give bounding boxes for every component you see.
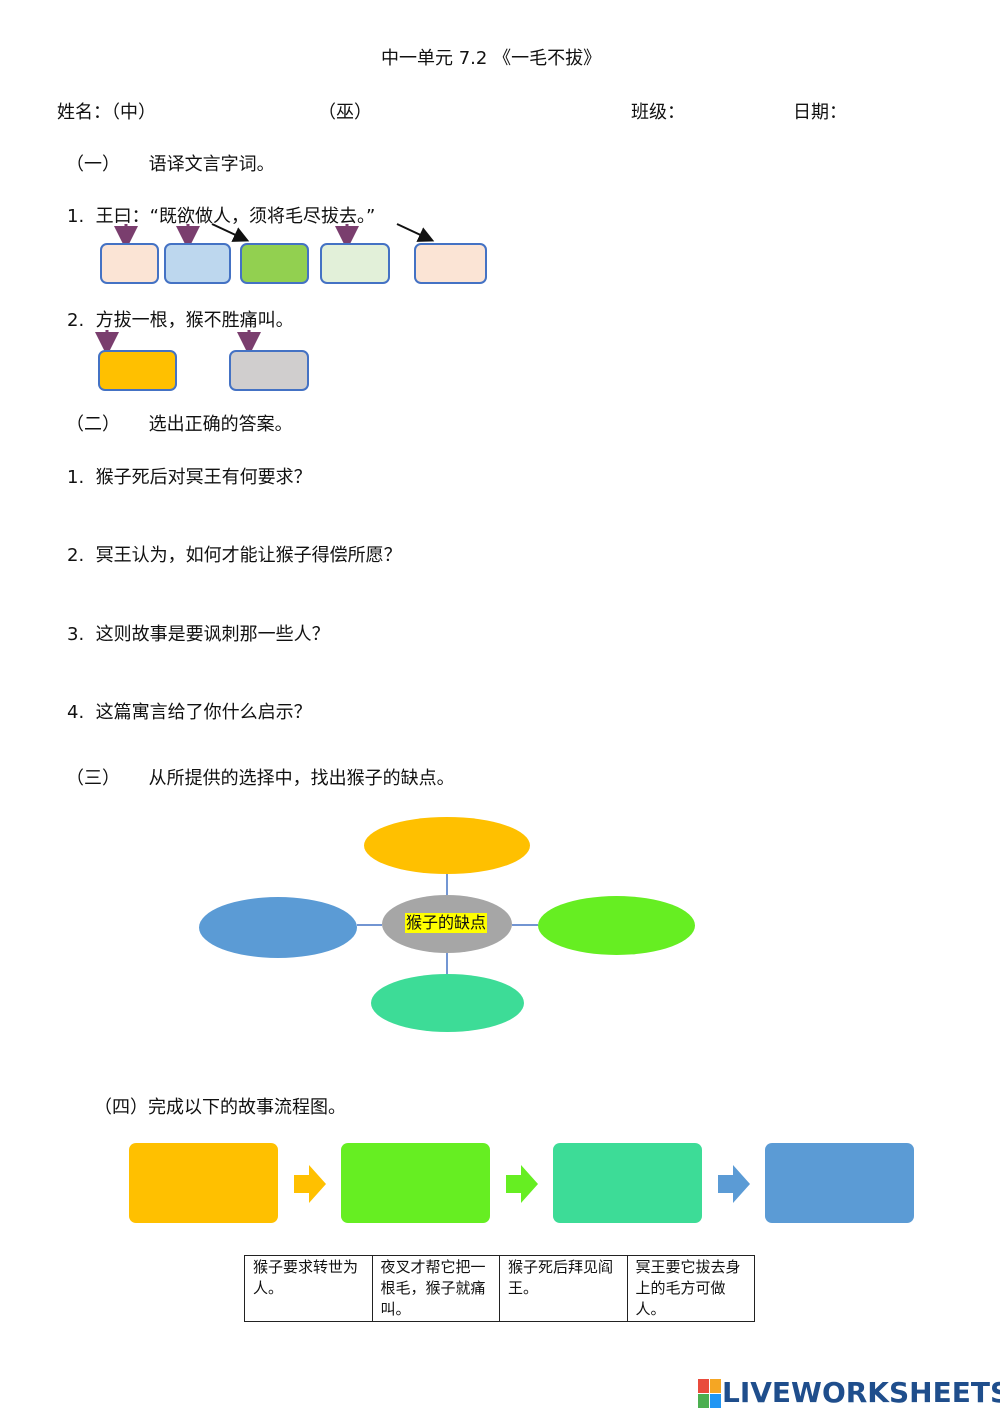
section4-heading: （四）完成以下的故事流程图。 <box>94 1097 346 1118</box>
section1-question-1: 1. 王曰：“既欲做人，须将毛尽拔去。” <box>67 206 376 227</box>
choice-cell[interactable]: 猴子要求转世为人。 <box>244 1255 373 1322</box>
arrow-diagonal-icon <box>396 223 435 242</box>
section2-question-1: 1. 猴子死后对冥王有何要求？ <box>67 467 312 488</box>
answer-box-1[interactable] <box>100 243 159 284</box>
section1-heading: （一） 语译文言字词。 <box>66 154 275 175</box>
choice-cell[interactable]: 猴子死后拜见阎王。 <box>499 1255 628 1322</box>
mindmap-bubble-left[interactable] <box>199 897 357 958</box>
section2-question-3: 3. 这则故事是要讽刺那一些人？ <box>67 624 330 645</box>
flow-box-4[interactable] <box>765 1143 914 1223</box>
malay-name-label: （巫） <box>318 102 372 123</box>
page-title: 中一单元 7.2 《一毛不拔》 <box>381 48 602 69</box>
class-label: 班级： <box>631 102 685 123</box>
flow-box-2[interactable] <box>341 1143 490 1223</box>
liveworksheets-logo-icon <box>698 1379 721 1408</box>
answer-box-4[interactable] <box>320 243 390 284</box>
answer-box-5[interactable] <box>414 243 487 284</box>
name-label: 姓名：（中） <box>57 102 156 123</box>
choice-cell[interactable]: 夜叉才帮它把一根毛，猴子就痛叫。 <box>371 1255 500 1322</box>
date-label: 日期： <box>793 102 847 123</box>
flow-arrow-right-icon <box>294 1165 326 1203</box>
flow-arrows <box>294 1165 750 1203</box>
section2-heading: （二） 选出正确的答案。 <box>66 414 293 435</box>
mindmap-connectors <box>357 873 538 974</box>
answer-box-6[interactable] <box>98 350 177 391</box>
choice-cell[interactable]: 冥王要它拔去身上的毛方可做人。 <box>626 1255 755 1322</box>
section3-heading: （三） 从所提供的选择中，找出猴子的缺点。 <box>66 768 455 789</box>
answer-box-3[interactable] <box>240 243 309 284</box>
flow-arrow-right-icon <box>718 1165 750 1203</box>
mindmap-bubble-right[interactable] <box>538 896 695 955</box>
section1-question-2: 2. 方拔一根，猴不胜痛叫。 <box>67 310 294 331</box>
section1-arrows <box>95 223 435 356</box>
mindmap-bubble-top[interactable] <box>364 817 530 874</box>
choices-table: 猴子要求转世为人。 夜叉才帮它把一根毛，猴子就痛叫。 猴子死后拜见阎王。 冥王要… <box>244 1255 755 1322</box>
answer-box-7[interactable] <box>229 350 309 391</box>
flow-box-3[interactable] <box>553 1143 702 1223</box>
mindmap-bubble-bottom[interactable] <box>371 974 524 1032</box>
mindmap-center-label: 猴子的缺点 <box>405 913 488 933</box>
section2-question-2: 2. 冥王认为，如何才能让猴子得偿所愿？ <box>67 545 402 566</box>
flow-arrow-right-icon <box>506 1165 538 1203</box>
brand-logo-text: LIVEWORKSHEETS <box>722 1376 1000 1409</box>
section2-question-4: 4. 这篇寓言给了你什么启示？ <box>67 702 312 723</box>
answer-box-2[interactable] <box>164 243 231 284</box>
flow-box-1[interactable] <box>129 1143 278 1223</box>
arrow-diagonal-icon <box>211 223 250 242</box>
